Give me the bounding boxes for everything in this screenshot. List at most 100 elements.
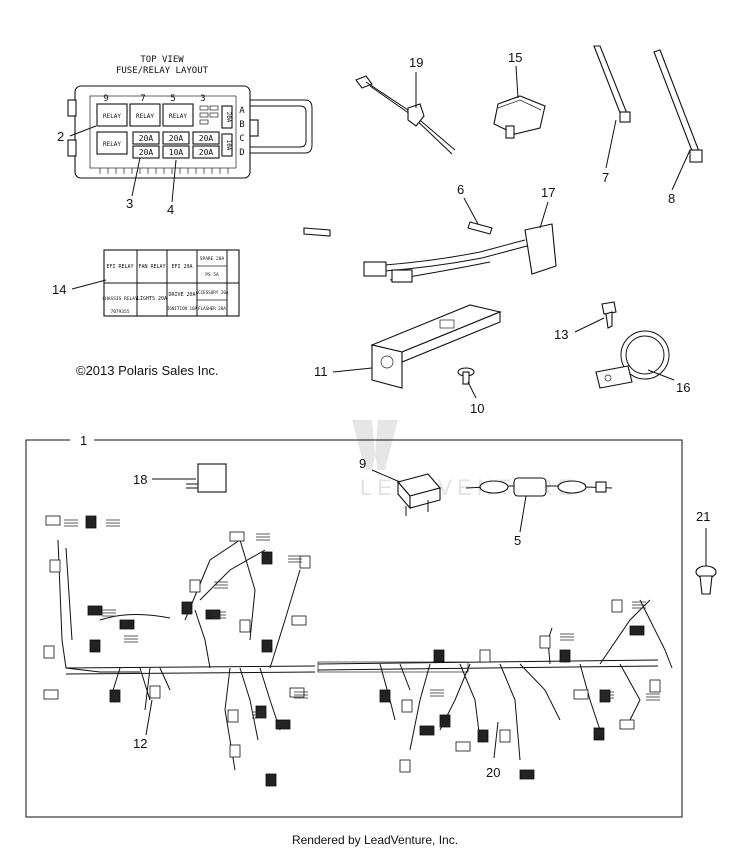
svg-text:19: 19 [409,55,423,70]
column-number: 7 [140,94,145,104]
callout-14: 14 [52,279,107,297]
harness-connector [479,649,491,663]
harness-connector [49,559,61,573]
screw-13[interactable] [601,301,617,329]
harness-connector [379,689,391,703]
harness-connector [229,744,241,758]
svg-text:3: 3 [126,196,133,211]
harness-connector [439,714,451,728]
fuse-label-card[interactable]: EFI RELAY FAN RELAY EFI 20A SPARE 20A PS… [102,249,240,317]
fuse-label: 20A [139,134,154,143]
cable-tie-7[interactable] [593,45,631,123]
svg-text:9: 9 [359,456,366,471]
svg-text:2: 2 [57,129,64,144]
harness-connector [87,605,103,616]
svg-text:6: 6 [457,182,464,197]
svg-text:12: 12 [133,736,147,751]
svg-text:13: 13 [554,327,568,342]
harness-connector [455,741,471,752]
harness-connector [593,727,605,741]
harness-connector [89,639,101,653]
harness-connector [629,625,645,636]
card-cell: ACCESSORY 20A [196,290,229,295]
harness-connector [649,679,661,693]
cable-tie-clip[interactable] [355,75,456,155]
row-letter: B [239,120,244,130]
harness-connector [291,615,307,626]
harness-connector [45,515,61,526]
fuse-label: 20A [199,148,214,157]
callout-13: 13 [554,317,605,342]
fuse-label: 20A [139,148,154,157]
row-letter: A [239,106,245,116]
callout-17: 17 [539,185,555,229]
clamp-16[interactable] [595,330,670,389]
harness-connector [275,719,291,730]
harness-connector [499,729,511,743]
side-fuse-label: 20A [225,112,232,123]
harness-connector [399,759,411,773]
relay-18[interactable] [186,463,227,493]
svg-text:4: 4 [167,202,174,217]
harness-connector [519,769,535,780]
bracket-11[interactable] [370,304,502,389]
harness-connector [619,719,635,730]
card-cell: DRIVE 20A [168,292,195,298]
callout-2: 2 [57,125,97,144]
harness-connector [289,687,305,698]
harness-connector [227,709,239,723]
inline-fuse-5[interactable] [465,477,613,497]
harness-connector [401,699,413,713]
harness-connector [205,609,221,620]
sub-harness[interactable] [303,223,557,283]
card-cell: CHASSIS RELAY [102,296,138,302]
harness-connectors [43,515,661,787]
connector-15[interactable] [493,95,546,139]
wiring-harness[interactable] [57,539,673,771]
column-number: 9 [103,94,108,104]
card-cell: FLASHER 20A [198,306,226,311]
svg-text:18: 18 [133,472,147,487]
harness-connector [189,579,201,593]
svg-text:1: 1 [80,433,87,448]
push-rivet-21[interactable] [695,565,717,595]
harness-connector [149,685,161,699]
svg-text:16: 16 [676,380,690,395]
harness-connector [229,531,245,542]
harness-connector [43,689,59,700]
harness-connector [85,515,97,529]
callout-16: 16 [647,369,690,395]
card-cell: IGNITION 10A [167,306,198,311]
card-cell: SPARE 20A [200,256,225,262]
fuse-label: 20A [199,134,214,143]
column-number: 5 [170,94,175,104]
callout-10: 10 [467,381,484,416]
card-cell: PS 5A [205,272,219,278]
callout-11: 11 [314,364,373,379]
relay-label: RELAY [169,113,187,120]
relay-label: RELAY [136,113,154,120]
screw-10[interactable] [457,367,475,385]
svg-text:17: 17 [541,185,555,200]
callout-8: 8 [668,149,691,206]
svg-text:8: 8 [668,191,675,206]
callout-12: 12 [133,699,153,751]
fuse-relay-box[interactable]: TOP VIEW FUSE/RELAY LAYOUT RELAY RELAY R… [67,55,313,179]
svg-text:11: 11 [314,364,328,379]
card-cell: EFI RELAY [106,264,133,270]
row-letter: D [239,148,244,158]
bolt-6[interactable] [467,221,493,235]
card-cell: EFI 20A [171,264,192,270]
fuse-label: 20A [169,134,184,143]
main-harness-frame [25,439,683,818]
harness-connector [261,551,273,565]
harness-connector [261,639,273,653]
harness-connector [559,649,571,663]
cable-tie-8[interactable] [653,49,703,163]
callout-6: 6 [457,182,479,225]
callout-20: 20 [486,721,500,780]
fuse-box-title: TOP VIEW [140,55,184,65]
circuit-breaker-9[interactable] [397,473,441,516]
svg-text:14: 14 [52,282,66,297]
